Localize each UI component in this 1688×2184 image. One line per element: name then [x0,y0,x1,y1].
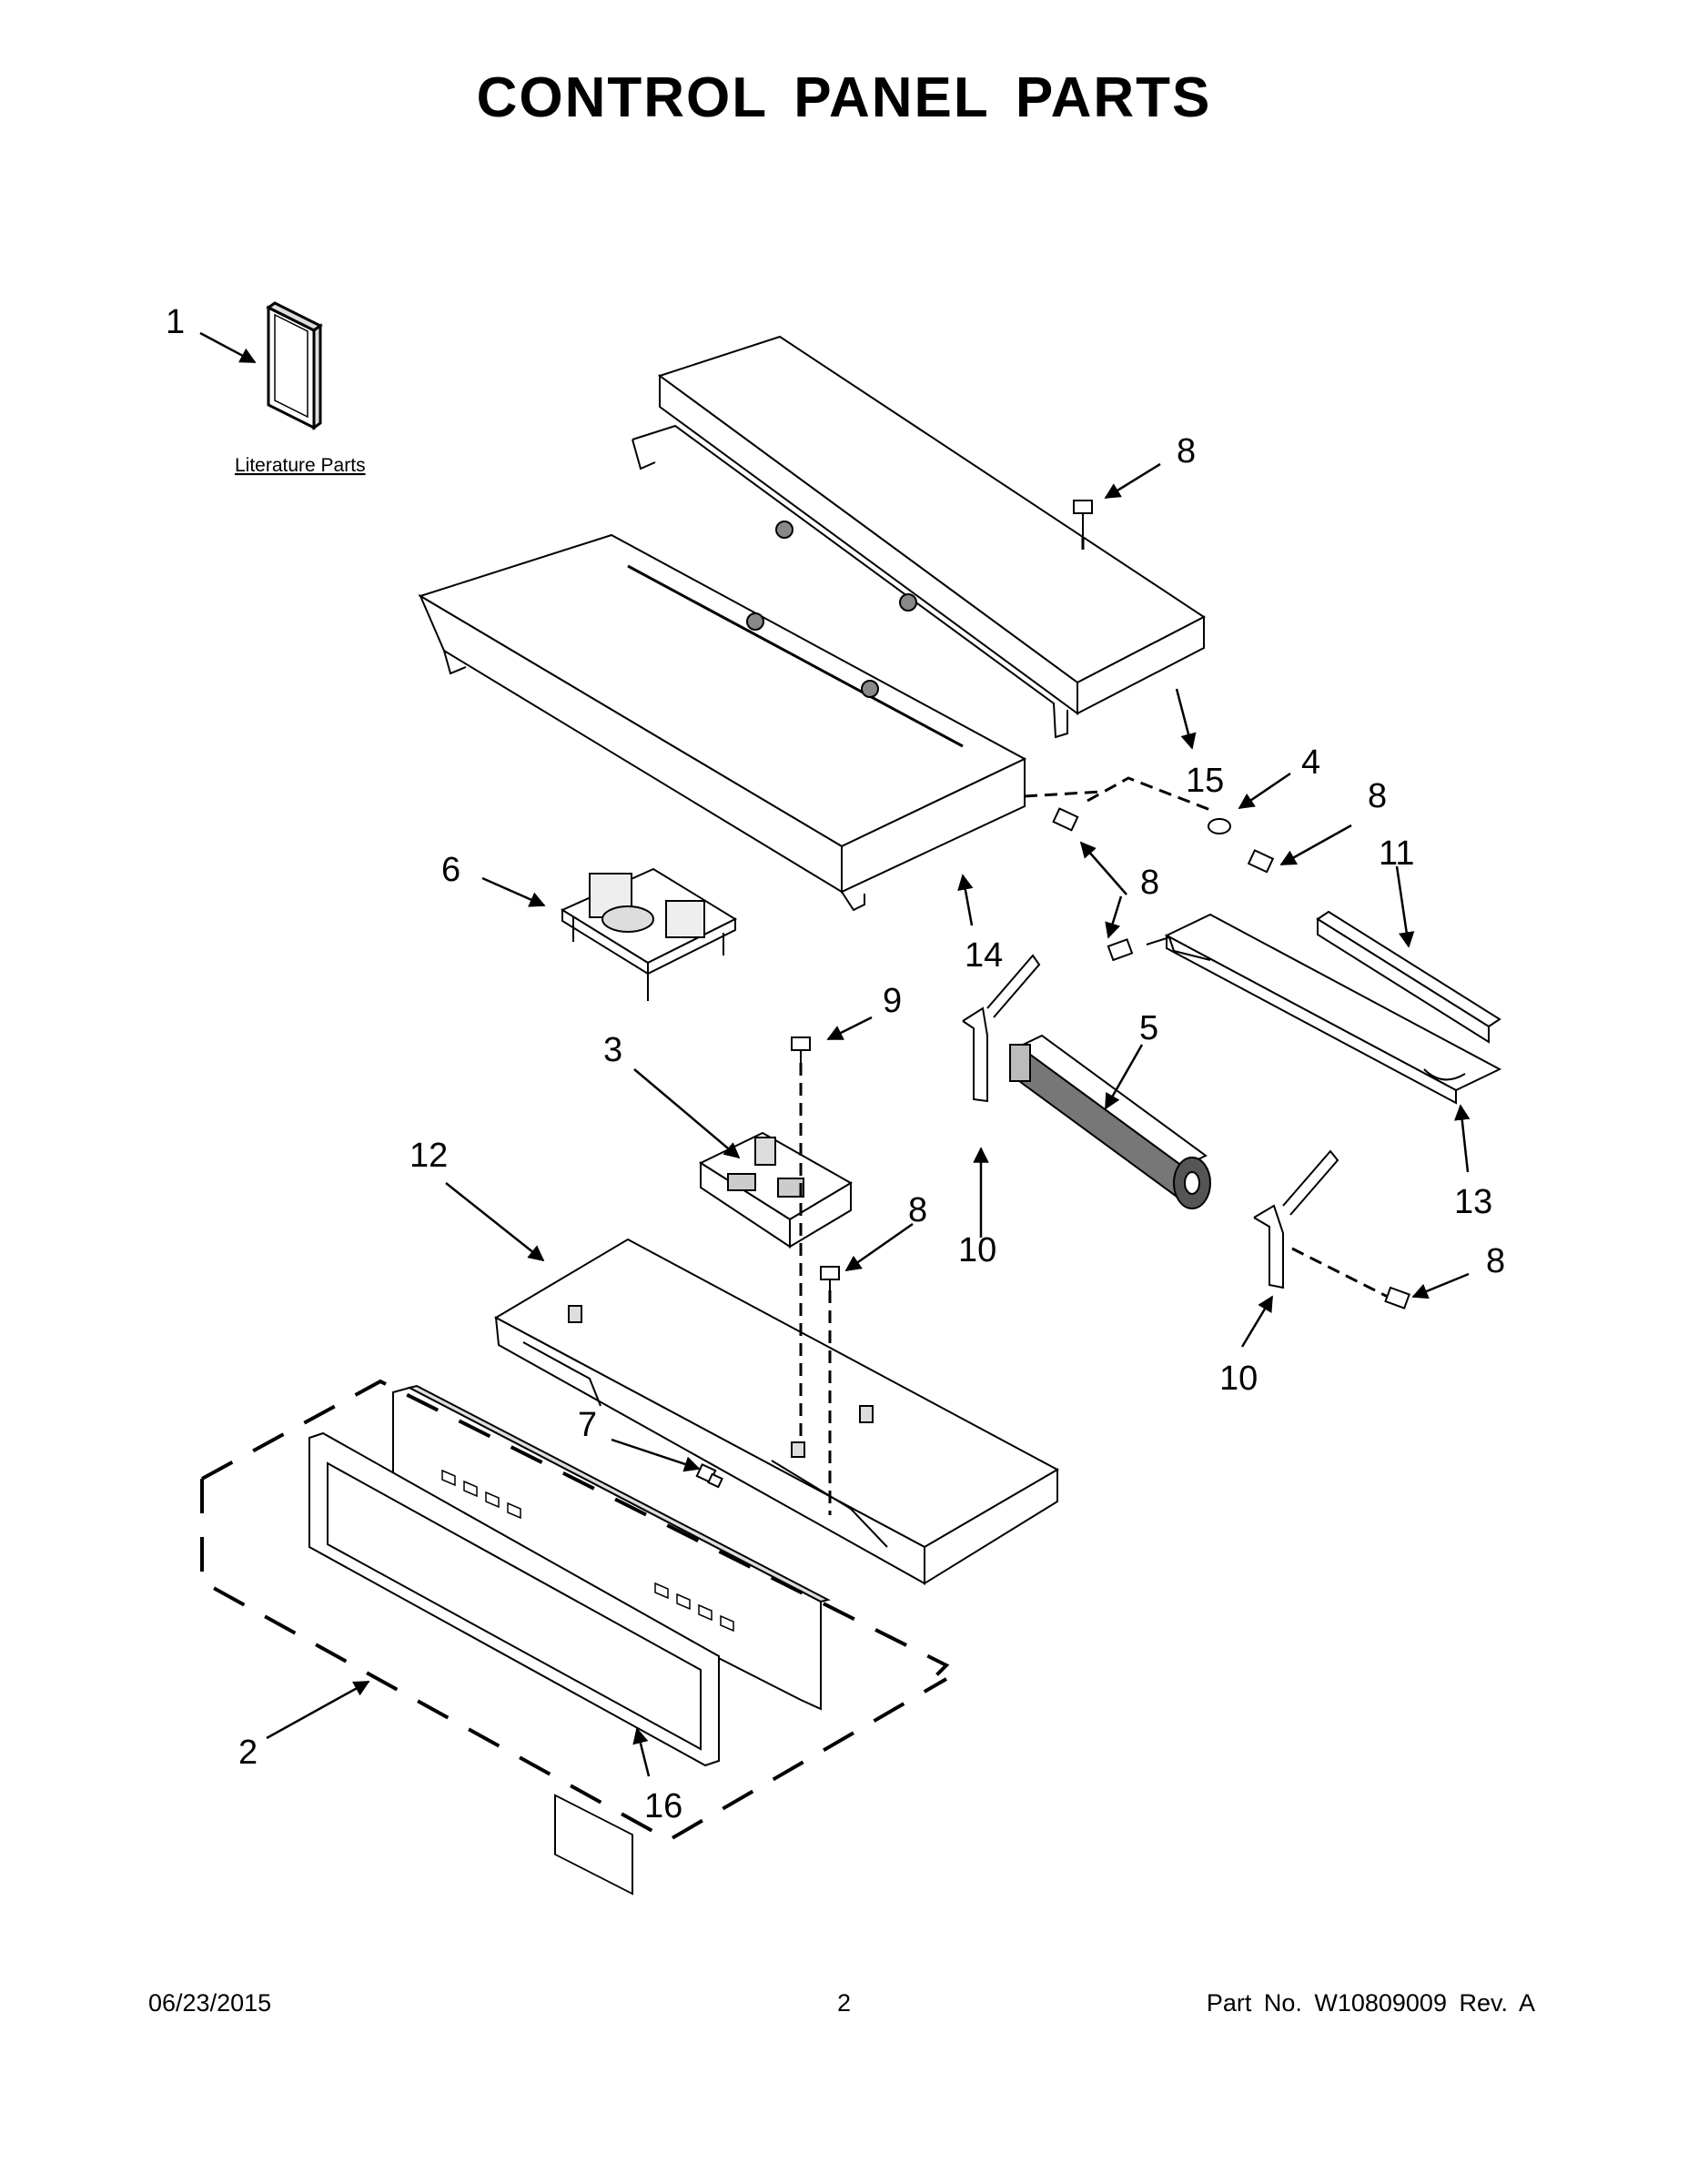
part-11-foam-strip[interactable] [1316,910,1501,1044]
literature-parts-label[interactable]: Literature Parts [235,455,366,476]
callout-10b: 10 [1219,1360,1258,1398]
callout-8d: 8 [908,1191,927,1229]
callout-9: 9 [883,982,902,1020]
part-15-rear-cover[interactable] [632,335,1206,739]
callout-13: 13 [1454,1183,1492,1221]
callout-8c: 8 [1140,864,1159,902]
part-6-power-board[interactable] [560,867,738,1001]
part-5-blower-fan[interactable] [1009,1034,1211,1209]
footer-date: 06/23/2015 [148,1989,272,2017]
part-13-fan-bracket[interactable] [1146,913,1502,1105]
part-7-connector[interactable] [695,1462,723,1489]
callout-12: 12 [409,1137,448,1175]
literature-book-icon[interactable] [266,301,323,430]
callout-7: 7 [578,1406,597,1444]
part-16-console-glass[interactable] [308,1384,831,1896]
callout-10a: 10 [958,1231,996,1269]
callout-15: 15 [1186,762,1224,800]
part-3-control-box[interactable] [698,1131,853,1249]
callout-8e: 8 [1486,1242,1505,1280]
callout-14: 14 [965,936,1003,975]
leader-arrows [199,331,1471,1777]
part-2-assembly-outline [200,1379,950,1843]
footer-part-number: Part No. W10809009 Rev. A [1206,1989,1535,2017]
callout-8b: 8 [1368,777,1387,815]
assembly-lines [799,537,1389,1515]
callout-3: 3 [603,1031,622,1069]
callout-16: 16 [644,1787,682,1825]
callout-labels: 1 2 3 4 5 6 7 8 8 8 8 8 9 10 10 11 12 13… [166,303,1505,1825]
callout-1: 1 [166,303,185,341]
callout-8a: 8 [1177,432,1196,470]
part-12-panel-bracket[interactable] [493,1238,1060,1585]
part-14-mounting-shelf[interactable] [418,533,1027,912]
footer-page-number: 2 [836,1989,852,2017]
page-title: CONTROL PANEL PARTS [476,66,1212,129]
callout-11: 11 [1379,834,1414,873]
screw-icon[interactable] [791,500,1410,1309]
callout-5: 5 [1139,1009,1158,1047]
callout-2: 2 [238,1734,258,1772]
callout-4: 4 [1301,743,1320,782]
part-10-fan-bracket[interactable] [962,954,1339,1289]
callout-6: 6 [441,851,460,889]
